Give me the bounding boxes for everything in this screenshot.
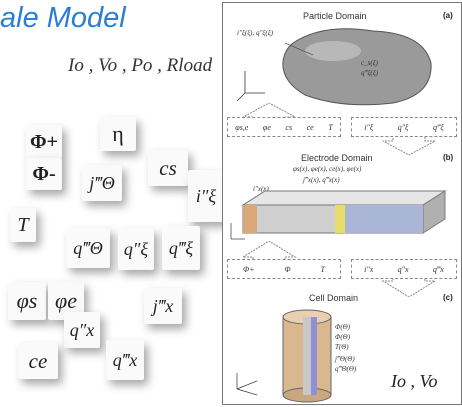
cell-phi-label: Φ(Θ) [335,323,351,331]
var-q-xi: q″ξ [397,122,409,132]
var-phi-e: φe [262,122,271,132]
var-i-x: i″x [364,264,374,274]
exchange-box-left-2: Φ+ Φ T [227,259,341,279]
multiscale-diagram: Particle Domain (a) i″ξ(ξ), q″ξ(ξ) c_s(ξ… [222,2,462,405]
symbol-i-xi: i″ξ [188,170,224,222]
symbol-q-xi-3: q‴ξ [162,226,200,270]
electrode-domain-title: Electrode Domain [301,153,373,163]
particle-blob [236,28,432,106]
particle-conc-label: c_s(ξ) [361,59,378,67]
var-c-e: ce [306,122,314,132]
var-q-xi-3: q‴ξ [432,122,444,132]
var-q-x: q″x [397,264,409,274]
cell-domain-tag: (c) [443,293,453,302]
electrode-domain-tag: (b) [443,153,454,162]
symbol-j-x: j‴x [144,288,182,324]
var-Phi-plus: Φ+ [242,264,255,274]
cell-output-label: Io , Vo [391,371,438,391]
symbol-q-xi-2: q″ξ [118,228,154,270]
electrode-slab [230,190,447,240]
var-i-xi: i″ξ [364,122,374,132]
symbol-q-x-3: q‴x [106,340,144,380]
exchange-box-right-2: i″x q″x q‴x [351,259,457,279]
symbol-T: T [10,208,36,242]
cell-cylinder [236,309,332,403]
electrode-fields-label: φs(x), φe(x), ce(x), φe(x) [293,165,362,173]
var-T-cell: T [320,264,325,274]
symbol-j-theta: j‴Θ [82,165,122,201]
symbol-q-x-2: q″x [64,312,100,348]
electrode-flux-label: j‴x(x), q‴x(x) [303,176,340,184]
symbol-phi-s: φs [8,282,46,320]
cell-domain-title: Cell Domain [309,293,359,303]
cell-j-label: j‴Θ(Θ) [335,355,355,363]
cell-phi2-label: Φ(Θ) [335,333,351,341]
symbol-c-s: cs [148,150,188,186]
particle-domain-title: Particle Domain [303,11,367,21]
symbol-c-e: ce [18,343,58,379]
cell-temp-label: T(Θ) [335,343,349,351]
exchange-box-right-1: i″ξ q″ξ q‴ξ [351,117,457,137]
var-q-x-3: q‴x [432,264,444,274]
var-phi-se: φs,e [235,122,249,132]
particle-domain-tag: (a) [443,11,453,20]
particle-heat-label: q‴ξ(ξ) [361,69,379,77]
symbol-phi-plus: Φ+ [26,125,62,159]
cell-q-label: q‴Θ(Θ) [335,365,357,373]
symbol-phi-minus: Φ- [26,158,62,190]
var-Phi: Φ [284,264,291,274]
output-parameters: Io , Vo , Po , Rload [68,55,213,76]
symbol-q-theta: q‴Θ [66,228,110,268]
var-T: T [328,122,333,132]
page-title: ale Model [0,2,126,34]
exchange-box-left-1: φs,e φe cs ce T [227,117,341,137]
electrode-current-label: i″x(x) [253,185,269,193]
particle-flux-label: i″ξ(ξ), q″ξ(ξ) [237,29,274,37]
symbol-eta: η [100,117,136,151]
var-c-s: cs [285,122,293,132]
